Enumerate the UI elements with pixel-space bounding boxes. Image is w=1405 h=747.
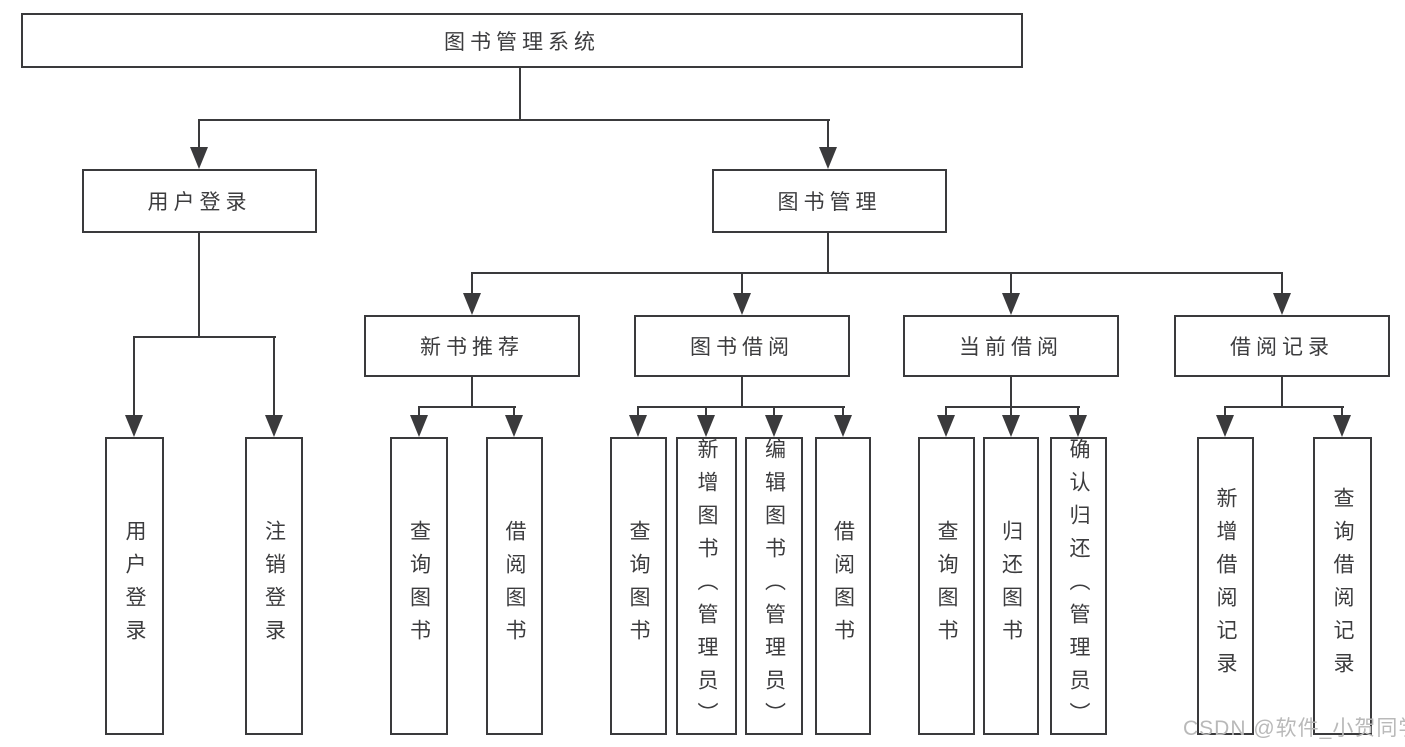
leaf-add-borrow-record-label: 新增借阅记录 [1214,487,1237,685]
node-root: 图书管理系统 [21,13,1023,68]
leaf-logout-label: 注销登录 [262,520,286,652]
arrow-down-icon [505,415,523,437]
node-new-book-recommend: 新书推荐 [364,315,580,377]
connector-line [519,68,521,121]
arrow-down-icon [819,147,837,169]
arrow-down-icon [1002,415,1020,437]
leaf-confirm-return-admin-label: 确认归还（管理员） [1067,437,1090,735]
connector-line [418,406,420,417]
connector-line [198,233,200,338]
node-current-borrow: 当前借阅 [903,315,1119,377]
node-user-login-label: 用户登录 [147,191,252,214]
node-book-borrow-label: 图书借阅 [690,336,794,359]
connector-line [513,406,515,417]
leaf-user-login-label: 用户登录 [123,520,146,652]
node-borrow-records-label: 借阅记录 [1230,336,1334,359]
node-book-management-label: 图书管理 [777,191,882,214]
leaf-query-books-current-label: 查询图书 [935,520,958,652]
leaf-query-borrow-record-label: 查询借阅记录 [1331,487,1354,685]
connector-line [1281,377,1283,408]
connector-line [471,377,473,408]
connector-line [273,336,275,417]
connector-line [1010,377,1012,408]
arrow-down-icon [937,415,955,437]
connector-line [637,406,845,408]
connector-line [1010,272,1012,295]
leaf-return-books: 归还图书 [983,437,1039,735]
connector-line [198,119,830,121]
connector-line [1341,406,1343,417]
arrow-down-icon [1216,415,1234,437]
connector-line [471,272,473,295]
leaf-user-login: 用户登录 [105,437,164,735]
connector-line [741,272,743,295]
leaf-borrow-books-recommend: 借阅图书 [486,437,543,735]
leaf-edit-books-admin: 编辑图书（管理员） [745,437,803,735]
connector-line [842,406,844,417]
node-borrow-records: 借阅记录 [1174,315,1390,377]
leaf-logout: 注销登录 [245,437,303,735]
connector-line [1010,406,1012,417]
connector-line [471,272,1283,274]
leaf-borrow-books-recommend-label: 借阅图书 [503,520,526,652]
arrow-down-icon [733,293,751,315]
connector-line [945,406,1080,408]
connector-line [827,119,829,149]
leaf-return-books-label: 归还图书 [999,520,1023,652]
arrow-down-icon [697,415,715,437]
connector-line [637,406,639,417]
arrow-down-icon [1069,415,1087,437]
arrow-down-icon [125,415,143,437]
connector-line [198,119,200,149]
leaf-query-books-borrow: 查询图书 [610,437,667,735]
arrow-down-icon [834,415,852,437]
connector-line [1281,272,1283,295]
node-current-borrow-label: 当前借阅 [959,336,1063,359]
arrow-down-icon [265,415,283,437]
connector-line [741,377,743,408]
connector-line [418,406,516,408]
arrow-down-icon [629,415,647,437]
connector-line [1224,406,1226,417]
watermark-text: CSDN @软件_小贺同学 [1183,717,1405,740]
connector-line [827,233,829,274]
arrow-down-icon [1333,415,1351,437]
leaf-borrow-books-label: 借阅图书 [831,520,855,652]
connector-line [705,406,707,417]
node-book-borrow: 图书借阅 [634,315,850,377]
node-new-book-recommend-label: 新书推荐 [420,336,524,359]
leaf-confirm-return-admin: 确认归还（管理员） [1050,437,1107,735]
arrow-down-icon [190,147,208,169]
connector-line [133,336,135,417]
connector-line [133,336,276,338]
node-book-management: 图书管理 [712,169,947,233]
arrow-down-icon [410,415,428,437]
leaf-edit-books-admin-label: 编辑图书（管理员） [762,437,786,735]
node-root-label: 图书管理系统 [444,30,600,54]
arrow-down-icon [1002,293,1020,315]
leaf-add-borrow-record: 新增借阅记录 [1197,437,1254,735]
leaf-query-borrow-record: 查询借阅记录 [1313,437,1372,735]
arrow-down-icon [765,415,783,437]
arrow-down-icon [1273,293,1291,315]
leaf-borrow-books: 借阅图书 [815,437,871,735]
leaf-query-books-recommend: 查询图书 [390,437,448,735]
leaf-query-books-borrow-label: 查询图书 [627,520,650,652]
connector-line [1224,406,1344,408]
connector-line [773,406,775,417]
leaf-add-books-admin: 新增图书（管理员） [676,437,737,735]
connector-line [945,406,947,417]
leaf-add-books-admin-label: 新增图书（管理员） [695,437,718,735]
node-user-login: 用户登录 [82,169,317,233]
connector-line [1077,406,1079,417]
leaf-query-books-recommend-label: 查询图书 [407,520,431,652]
arrow-down-icon [463,293,481,315]
leaf-query-books-current: 查询图书 [918,437,975,735]
